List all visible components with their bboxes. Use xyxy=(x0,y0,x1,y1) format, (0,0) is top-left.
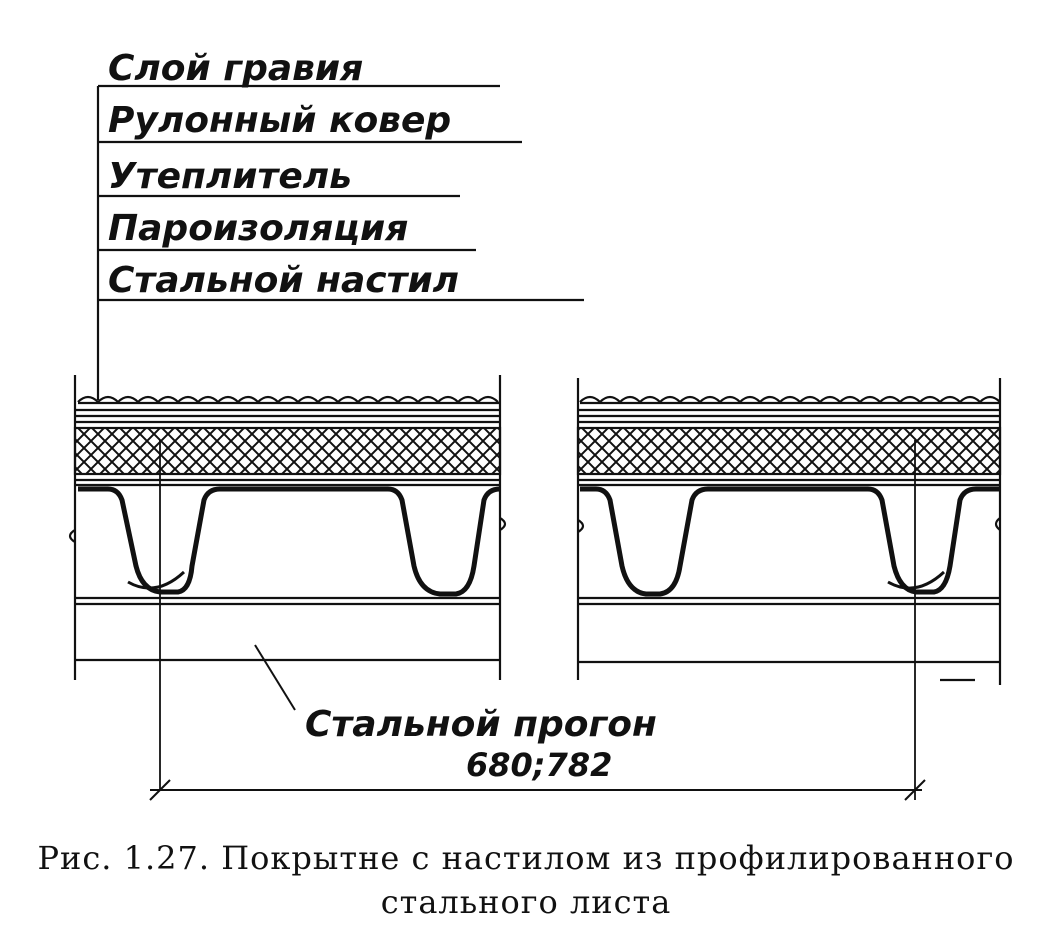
dimension-value: 680;782 xyxy=(466,746,612,784)
steel-deck-profile-left xyxy=(78,486,501,597)
roof-section-right xyxy=(576,378,1002,800)
figure-caption: Рис. 1.27. Покрытне с настилом из профил… xyxy=(0,836,1052,924)
gravel-layer-left xyxy=(77,395,500,405)
roof-section-left xyxy=(68,375,507,790)
caption-line-1: Рис. 1.27. Покрытне с настилом из профил… xyxy=(37,839,1015,877)
insulation-layer-left xyxy=(73,426,502,476)
dimension-line xyxy=(149,779,926,801)
layer-label-steel-deck: Стальной настил xyxy=(108,260,459,301)
purlin-leader xyxy=(254,644,296,711)
caption-line-2: стального листа xyxy=(380,883,672,921)
insulation-layer-right xyxy=(576,426,1002,476)
steel-deck-profile-right xyxy=(580,486,1000,597)
layer-leaders xyxy=(96,84,584,400)
purlin-label: Стальной прогон xyxy=(305,704,657,745)
gravel-layer-right xyxy=(579,395,1001,405)
layer-label-roll-roofing: Рулонный ковер xyxy=(108,100,451,141)
layer-label-vapor-barrier: Пароизоляция xyxy=(108,208,408,249)
layer-label-insulation: Утеплитель xyxy=(108,156,352,197)
layer-label-gravel: Слой гравия xyxy=(108,48,363,89)
